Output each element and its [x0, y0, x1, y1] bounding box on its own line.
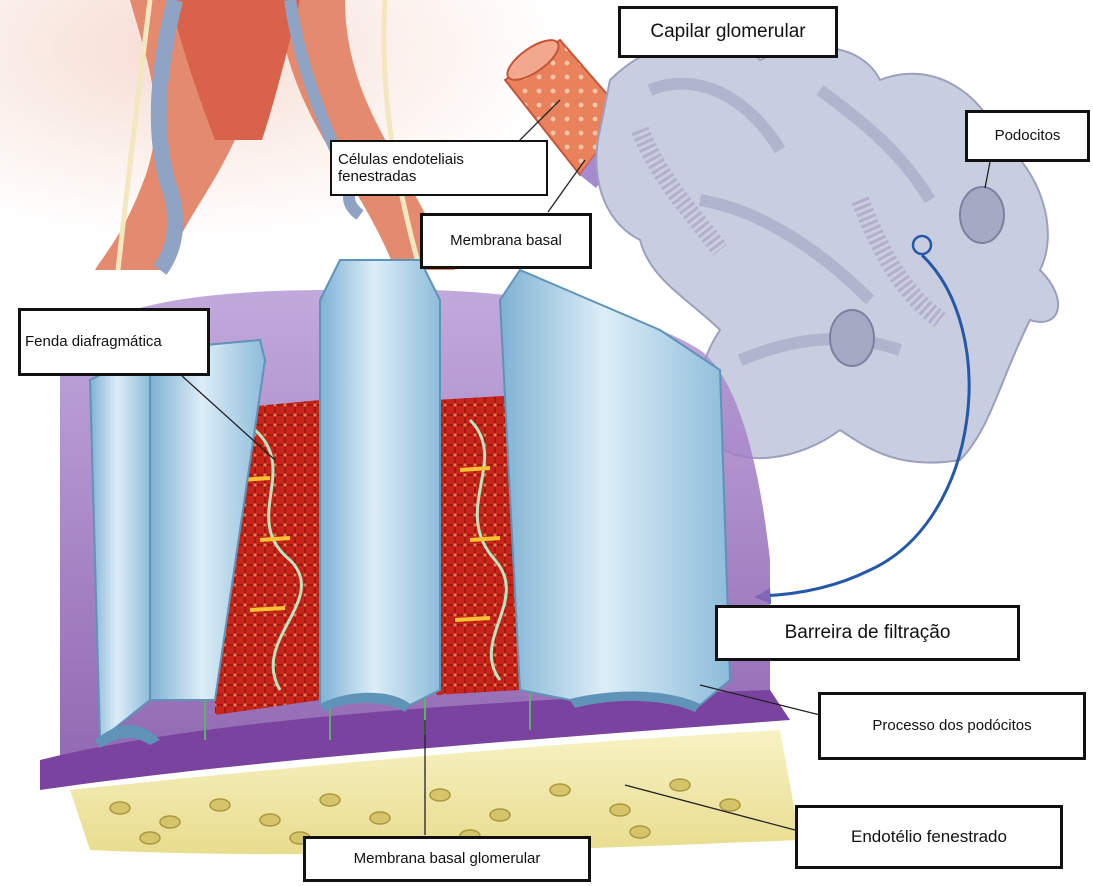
label-membrana-basal: Membrana basal	[420, 213, 592, 269]
label-celulas-endoteliais: Células endoteliais fenestradas	[330, 140, 548, 196]
label-celulas-endoteliais-line1: Células endoteliais	[338, 151, 464, 168]
label-barreira-de-filtracao: Barreira de filtração	[715, 605, 1020, 661]
label-endotelio-fenestrado: Endotélio fenestrado	[795, 805, 1063, 869]
label-fenda-diafragmatica: Fenda diafragmática	[18, 308, 210, 376]
label-podocitos: Podocitos	[965, 110, 1090, 162]
label-membrana-basal-glomerular: Membrana basal glomerular	[303, 836, 591, 882]
label-celulas-endoteliais-line2: fenestradas	[338, 168, 416, 185]
label-capilar-glomerular: Capilar glomerular	[618, 6, 838, 58]
label-processo-dos-podocitos: Processo dos podócitos	[818, 692, 1086, 760]
